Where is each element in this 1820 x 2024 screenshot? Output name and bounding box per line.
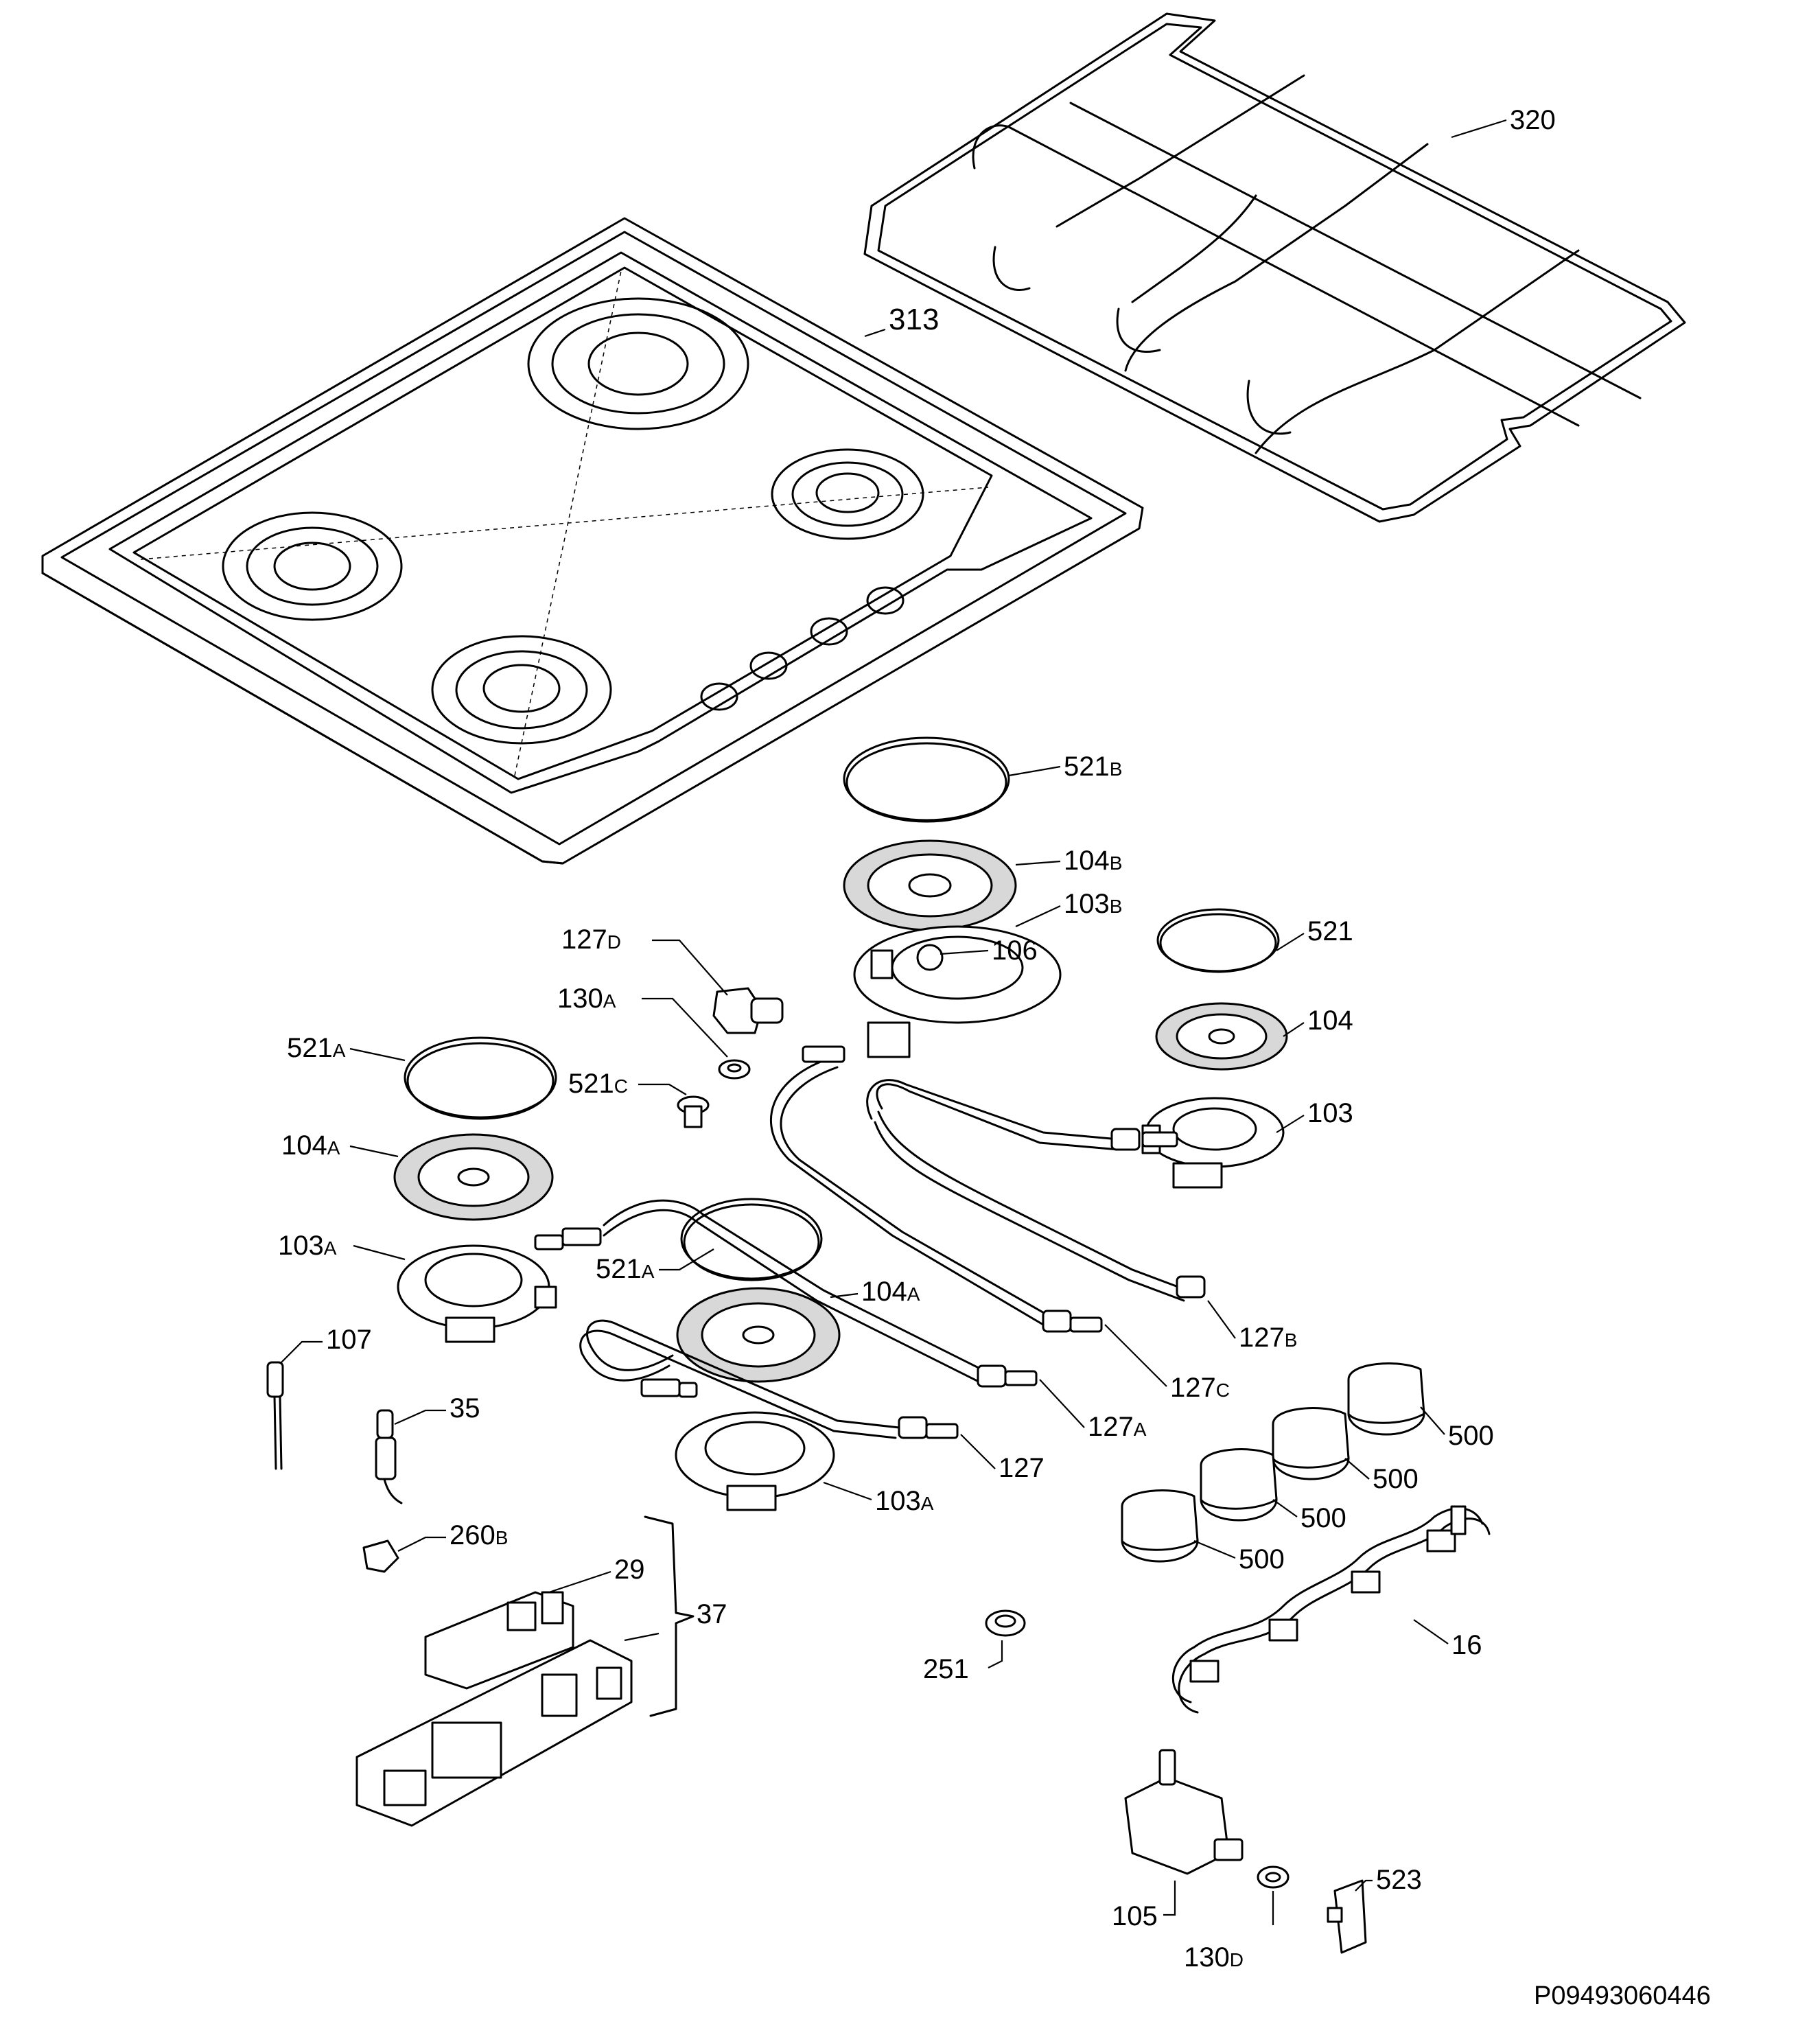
label-107: 107 <box>326 1325 372 1355</box>
label-105: 105 <box>1112 1901 1158 1931</box>
flame-spreader-104b <box>843 839 1017 931</box>
burner-cap-521a-centre <box>680 1198 823 1281</box>
label-521a-centre: 521A <box>596 1254 655 1284</box>
burner-base-103a-centre <box>675 1411 835 1511</box>
label-313: 313 <box>889 303 939 336</box>
burner-seat-left <box>222 511 403 621</box>
label-103a-left: 103A <box>278 1231 337 1261</box>
elbow-127d <box>712 987 784 1034</box>
flame-spreader-104a-centre <box>676 1287 841 1383</box>
burner-cap-521b <box>843 736 1010 823</box>
pan-support-grid <box>863 12 1686 523</box>
label-130d: 130D <box>1184 1942 1244 1973</box>
bracket-523 <box>1327 1879 1367 1954</box>
thermocouple-107 <box>266 1361 284 1470</box>
washer-130d <box>1257 1865 1290 1889</box>
label-35: 35 <box>450 1393 480 1423</box>
washer-130a <box>718 1059 751 1080</box>
label-103: 103 <box>1307 1098 1353 1128</box>
document-id: P09493060446 <box>1534 1981 1711 2010</box>
microswitch-harness-16 <box>1171 1505 1491 1714</box>
label-500-2: 500 <box>1373 1464 1419 1494</box>
label-106: 106 <box>992 935 1038 966</box>
bracket-37 <box>644 1515 695 1717</box>
label-521c: 521C <box>568 1069 628 1099</box>
gas-valve-105 <box>1124 1749 1244 1875</box>
callout-labels: 320 313 521B 104B 103B 106 127D 130A 521… <box>278 105 1711 2010</box>
label-103b: 103B <box>1064 889 1122 919</box>
knob-hole-3 <box>810 617 848 646</box>
burner-cap-521a-left <box>404 1036 557 1120</box>
gas-pipe-127 <box>579 1319 959 1439</box>
clip-260b <box>362 1539 399 1573</box>
label-523: 523 <box>1376 1865 1422 1895</box>
label-37: 37 <box>697 1599 727 1629</box>
label-521a-left: 521A <box>287 1033 346 1063</box>
knob-500-4 <box>1121 1489 1199 1563</box>
flame-spreader-104 <box>1155 1002 1288 1071</box>
grommet-251 <box>985 1609 1026 1637</box>
label-104: 104 <box>1307 1005 1353 1036</box>
label-521b: 521B <box>1064 752 1122 782</box>
knob-hole-4 <box>866 586 905 615</box>
label-320: 320 <box>1510 105 1556 135</box>
knob-hole-2 <box>749 651 788 680</box>
label-127: 127 <box>999 1453 1045 1483</box>
electrode-35 <box>375 1409 403 1504</box>
flame-spreader-104a-left <box>393 1133 554 1221</box>
burner-base-103b <box>853 925 1062 1058</box>
gas-pipe-127c <box>770 1045 1103 1333</box>
label-521: 521 <box>1307 916 1353 946</box>
label-251: 251 <box>923 1654 969 1684</box>
label-127b: 127B <box>1239 1323 1297 1353</box>
burner-seat-right <box>771 448 924 540</box>
label-500-3: 500 <box>1300 1503 1346 1533</box>
burner-seat-front <box>431 635 612 745</box>
hob-top-plate <box>41 217 1144 865</box>
label-500-1: 500 <box>1448 1421 1494 1451</box>
label-103a-centre: 103A <box>875 1486 934 1516</box>
spark-generator-29 <box>424 1591 574 1690</box>
label-104a-left: 104A <box>281 1130 340 1161</box>
spark-generator-37 <box>355 1639 633 1827</box>
knob-500-1 <box>1347 1362 1425 1436</box>
knob-hole-1 <box>700 682 738 711</box>
label-29: 29 <box>614 1555 645 1585</box>
label-130a: 130A <box>557 984 616 1014</box>
knob-500-3 <box>1200 1448 1278 1522</box>
label-16: 16 <box>1451 1630 1482 1660</box>
label-500-4: 500 <box>1239 1544 1285 1574</box>
label-104a-centre: 104A <box>861 1277 920 1307</box>
injector-521c <box>677 1095 710 1128</box>
label-260b: 260B <box>450 1520 508 1550</box>
burner-seat-large <box>527 297 749 430</box>
label-127c: 127C <box>1170 1373 1230 1403</box>
label-104b: 104B <box>1064 846 1122 876</box>
gas-pipe-127a <box>534 1199 1038 1388</box>
gas-pipe-127b <box>866 1079 1206 1302</box>
burner-cap-521 <box>1156 908 1280 973</box>
burner-base-103a-left <box>397 1244 557 1343</box>
label-127d: 127D <box>561 924 621 955</box>
knob-500-2 <box>1272 1407 1350 1480</box>
label-127a: 127A <box>1088 1412 1147 1442</box>
